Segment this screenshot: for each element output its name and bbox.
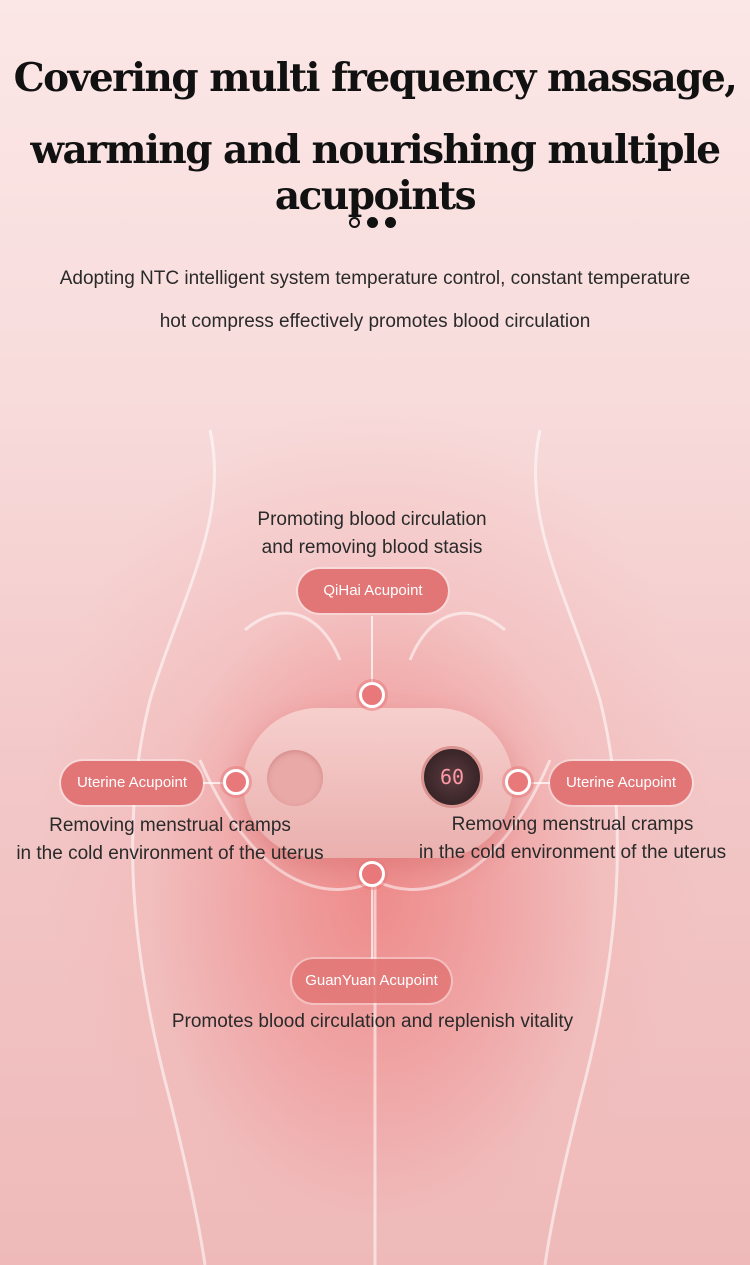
massage-device: 60 <box>243 708 513 858</box>
uterine-right-description: Removing menstrual cramps in the cold en… <box>400 811 745 867</box>
acupoint-marker-uterine-left <box>223 769 249 795</box>
carousel-dot-2[interactable] <box>367 217 378 228</box>
guanyuan-acupoint-label: GuanYuan Acupoint <box>292 959 451 1003</box>
uterine-acupoint-right-label: Uterine Acupoint <box>550 761 692 805</box>
device-control-button <box>267 750 323 806</box>
qihai-desc-line-2: and removing blood stasis <box>261 537 483 558</box>
heading-line-2: warming and nourishing multiple acupoint… <box>30 127 721 219</box>
guanyuan-description: Promotes blood circulation and replenish… <box>171 1011 574 1032</box>
uterine-acupoint-left-label: Uterine Acupoint <box>61 761 203 805</box>
subtitle-line-1: Adopting NTC intelligent system temperat… <box>59 268 691 289</box>
acupoint-marker-guanyuan <box>359 861 385 887</box>
acupoint-marker-qihai <box>359 682 385 708</box>
carousel-dot-1[interactable] <box>349 217 360 228</box>
device-display: 60 <box>421 746 483 808</box>
subtitle-line-2: hot compress effectively promotes blood … <box>159 311 591 332</box>
uterine-left-desc-line-2: in the cold environment of the uterus <box>16 843 324 864</box>
heading-line-1: Covering multi frequency massage, <box>13 55 738 101</box>
uterine-right-desc-line-1: Removing menstrual cramps <box>451 814 694 835</box>
carousel-dot-3[interactable] <box>385 217 396 228</box>
uterine-left-desc-line-1: Removing menstrual cramps <box>49 815 291 836</box>
qihai-acupoint-label: QiHai Acupoint <box>298 569 448 613</box>
uterine-right-desc-line-2: in the cold environment of the uterus <box>418 842 727 863</box>
qihai-desc-line-1: Promoting blood circulation <box>257 509 487 530</box>
uterine-left-description: Removing menstrual cramps in the cold en… <box>0 812 340 868</box>
acupoint-marker-uterine-right <box>505 769 531 795</box>
qihai-description: Promoting blood circulation and removing… <box>222 506 522 562</box>
carousel-indicator[interactable] <box>349 217 396 228</box>
